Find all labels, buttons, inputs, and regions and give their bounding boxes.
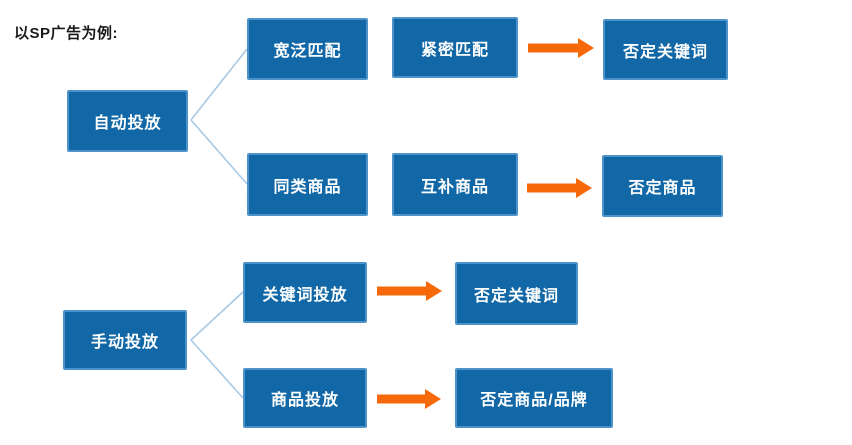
node-negative-product-brand: 否定商品/品牌 bbox=[455, 368, 613, 428]
node-auto-targeting: 自动投放 bbox=[67, 90, 188, 152]
connector-manual-keyword bbox=[190, 291, 244, 341]
connector-auto-broad bbox=[190, 48, 248, 121]
node-product-targeting: 商品投放 bbox=[243, 368, 367, 428]
node-manual-targeting: 手动投放 bbox=[63, 310, 187, 370]
node-negative-keywords-top: 否定关键词 bbox=[603, 19, 728, 80]
connector-manual-product bbox=[190, 339, 244, 399]
arrow-icon bbox=[528, 38, 594, 58]
node-keyword-targeting: 关键词投放 bbox=[243, 262, 367, 323]
arrow-icon bbox=[377, 281, 442, 301]
arrow-icon bbox=[527, 178, 592, 198]
node-complementary-products: 互补商品 bbox=[392, 153, 518, 216]
arrow-icon bbox=[377, 389, 441, 409]
node-negative-products: 否定商品 bbox=[602, 155, 723, 217]
node-negative-keywords-bottom: 否定关键词 bbox=[455, 262, 578, 325]
node-similar-products: 同类商品 bbox=[247, 153, 368, 216]
node-broad-match: 宽泛匹配 bbox=[247, 18, 368, 80]
page-title: 以SP广告为例: bbox=[14, 25, 119, 42]
connector-auto-similar bbox=[190, 119, 248, 185]
node-close-match: 紧密匹配 bbox=[392, 17, 518, 78]
